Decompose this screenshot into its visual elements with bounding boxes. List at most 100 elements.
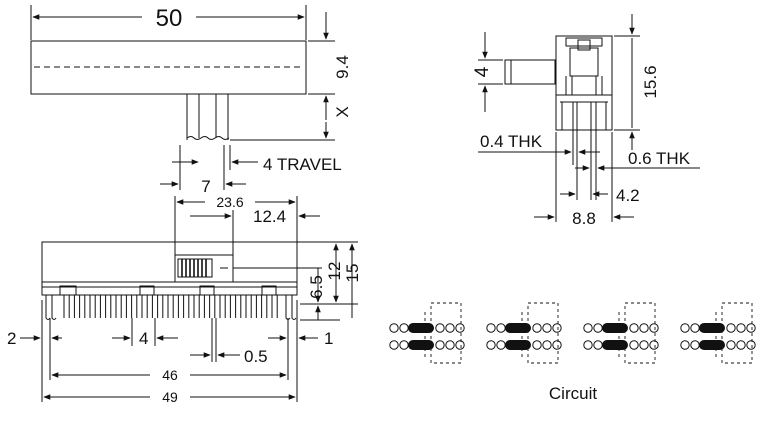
dim-1: 1 [324, 329, 333, 348]
contacts [565, 76, 603, 95]
contact [389, 340, 399, 350]
pin-block [261, 285, 277, 296]
lever-width-label: 7 [201, 177, 210, 196]
contact [445, 323, 455, 333]
thk-left-label: 0.4 THK [480, 132, 543, 151]
lever-label: 4 [472, 66, 493, 77]
slider-ribs [181, 259, 207, 277]
contact [726, 340, 736, 350]
slider [569, 47, 599, 77]
housing [41, 241, 298, 296]
dim-23-6: 23.6 [216, 194, 243, 210]
dim-46: 46 [162, 367, 178, 383]
contact [389, 323, 399, 333]
knob-body [30, 40, 307, 95]
contact [649, 323, 659, 333]
terminal [590, 102, 597, 130]
contact [736, 340, 746, 350]
travel-label: 4 TRAVEL [263, 155, 342, 174]
dim-0-5: 0.5 [244, 347, 268, 366]
contact [726, 323, 736, 333]
contact [486, 323, 496, 333]
switch-box [430, 302, 462, 364]
switch-box [624, 302, 656, 364]
contact [583, 340, 593, 350]
front-view: 23.6 12.4 6.5 12 15 [7, 194, 362, 405]
thk-right-label: 0.6 THK [628, 149, 691, 168]
contact [552, 340, 562, 350]
slider [177, 258, 213, 278]
contact [445, 340, 455, 350]
switch-box [721, 302, 753, 364]
contact [746, 323, 756, 333]
contact [552, 323, 562, 333]
mounting-tab [45, 295, 51, 320]
contact [435, 323, 445, 333]
circuit-group [680, 302, 756, 364]
slider-bridge [602, 323, 628, 333]
circuit-group [486, 302, 562, 364]
contact [542, 340, 552, 350]
contact [496, 340, 506, 350]
contact [680, 323, 690, 333]
break-line [186, 136, 230, 140]
switch-box [527, 302, 559, 364]
mounting-tab [291, 295, 297, 320]
width-label: 50 [156, 5, 183, 32]
top-view: 50 9.4 X 4 TRAVEL 7 [30, 5, 352, 196]
dim-49: 49 [162, 389, 178, 405]
contact [690, 323, 700, 333]
contact [746, 340, 756, 350]
contact [629, 323, 639, 333]
contact [593, 323, 603, 333]
dim-12: 12 [325, 262, 344, 281]
contact [629, 340, 639, 350]
slider-bridge [505, 323, 531, 333]
slider-bridge [408, 340, 434, 350]
slider-bridge [699, 340, 725, 350]
terminal [572, 102, 578, 130]
circuit-group [583, 302, 659, 364]
contact [532, 323, 542, 333]
circuit-diagram [389, 302, 756, 364]
contact [639, 340, 649, 350]
contact [455, 323, 465, 333]
dim-15: 15 [343, 264, 362, 283]
dim-6-5: 6.5 [307, 275, 326, 299]
height-label: 15.6 [641, 65, 660, 98]
contact [736, 323, 746, 333]
terminal [555, 102, 563, 130]
mounting-tab [285, 295, 291, 320]
slider-cap [577, 39, 591, 51]
contact [649, 340, 659, 350]
pitch-label: 4.2 [616, 186, 640, 205]
mounting-tab [51, 295, 57, 320]
slider-bridge [699, 323, 725, 333]
housing [555, 35, 613, 131]
height-label: 9.4 [333, 55, 352, 79]
pin-block [199, 285, 215, 296]
contact [593, 340, 603, 350]
contact [455, 340, 465, 350]
contact [399, 323, 409, 333]
pin-block [139, 285, 155, 296]
circuit-group [389, 302, 465, 364]
contact [496, 323, 506, 333]
circuit-title: Circuit [549, 384, 597, 403]
pin-block [59, 285, 77, 296]
contact [583, 323, 593, 333]
dim-4: 4 [139, 329, 148, 348]
terminal-pins [45, 285, 297, 320]
terminal [605, 102, 613, 130]
side-view: 4 15.6 0.4 THK 0.6 THK [472, 14, 700, 228]
lever [504, 59, 556, 85]
contact [639, 323, 649, 333]
dim-12-4: 12.4 [253, 207, 286, 226]
slider-bridge [505, 340, 531, 350]
contact [680, 340, 690, 350]
dim-2: 2 [7, 329, 16, 348]
contact [435, 340, 445, 350]
width-label: 8.8 [572, 209, 596, 228]
housing-top [565, 37, 603, 47]
